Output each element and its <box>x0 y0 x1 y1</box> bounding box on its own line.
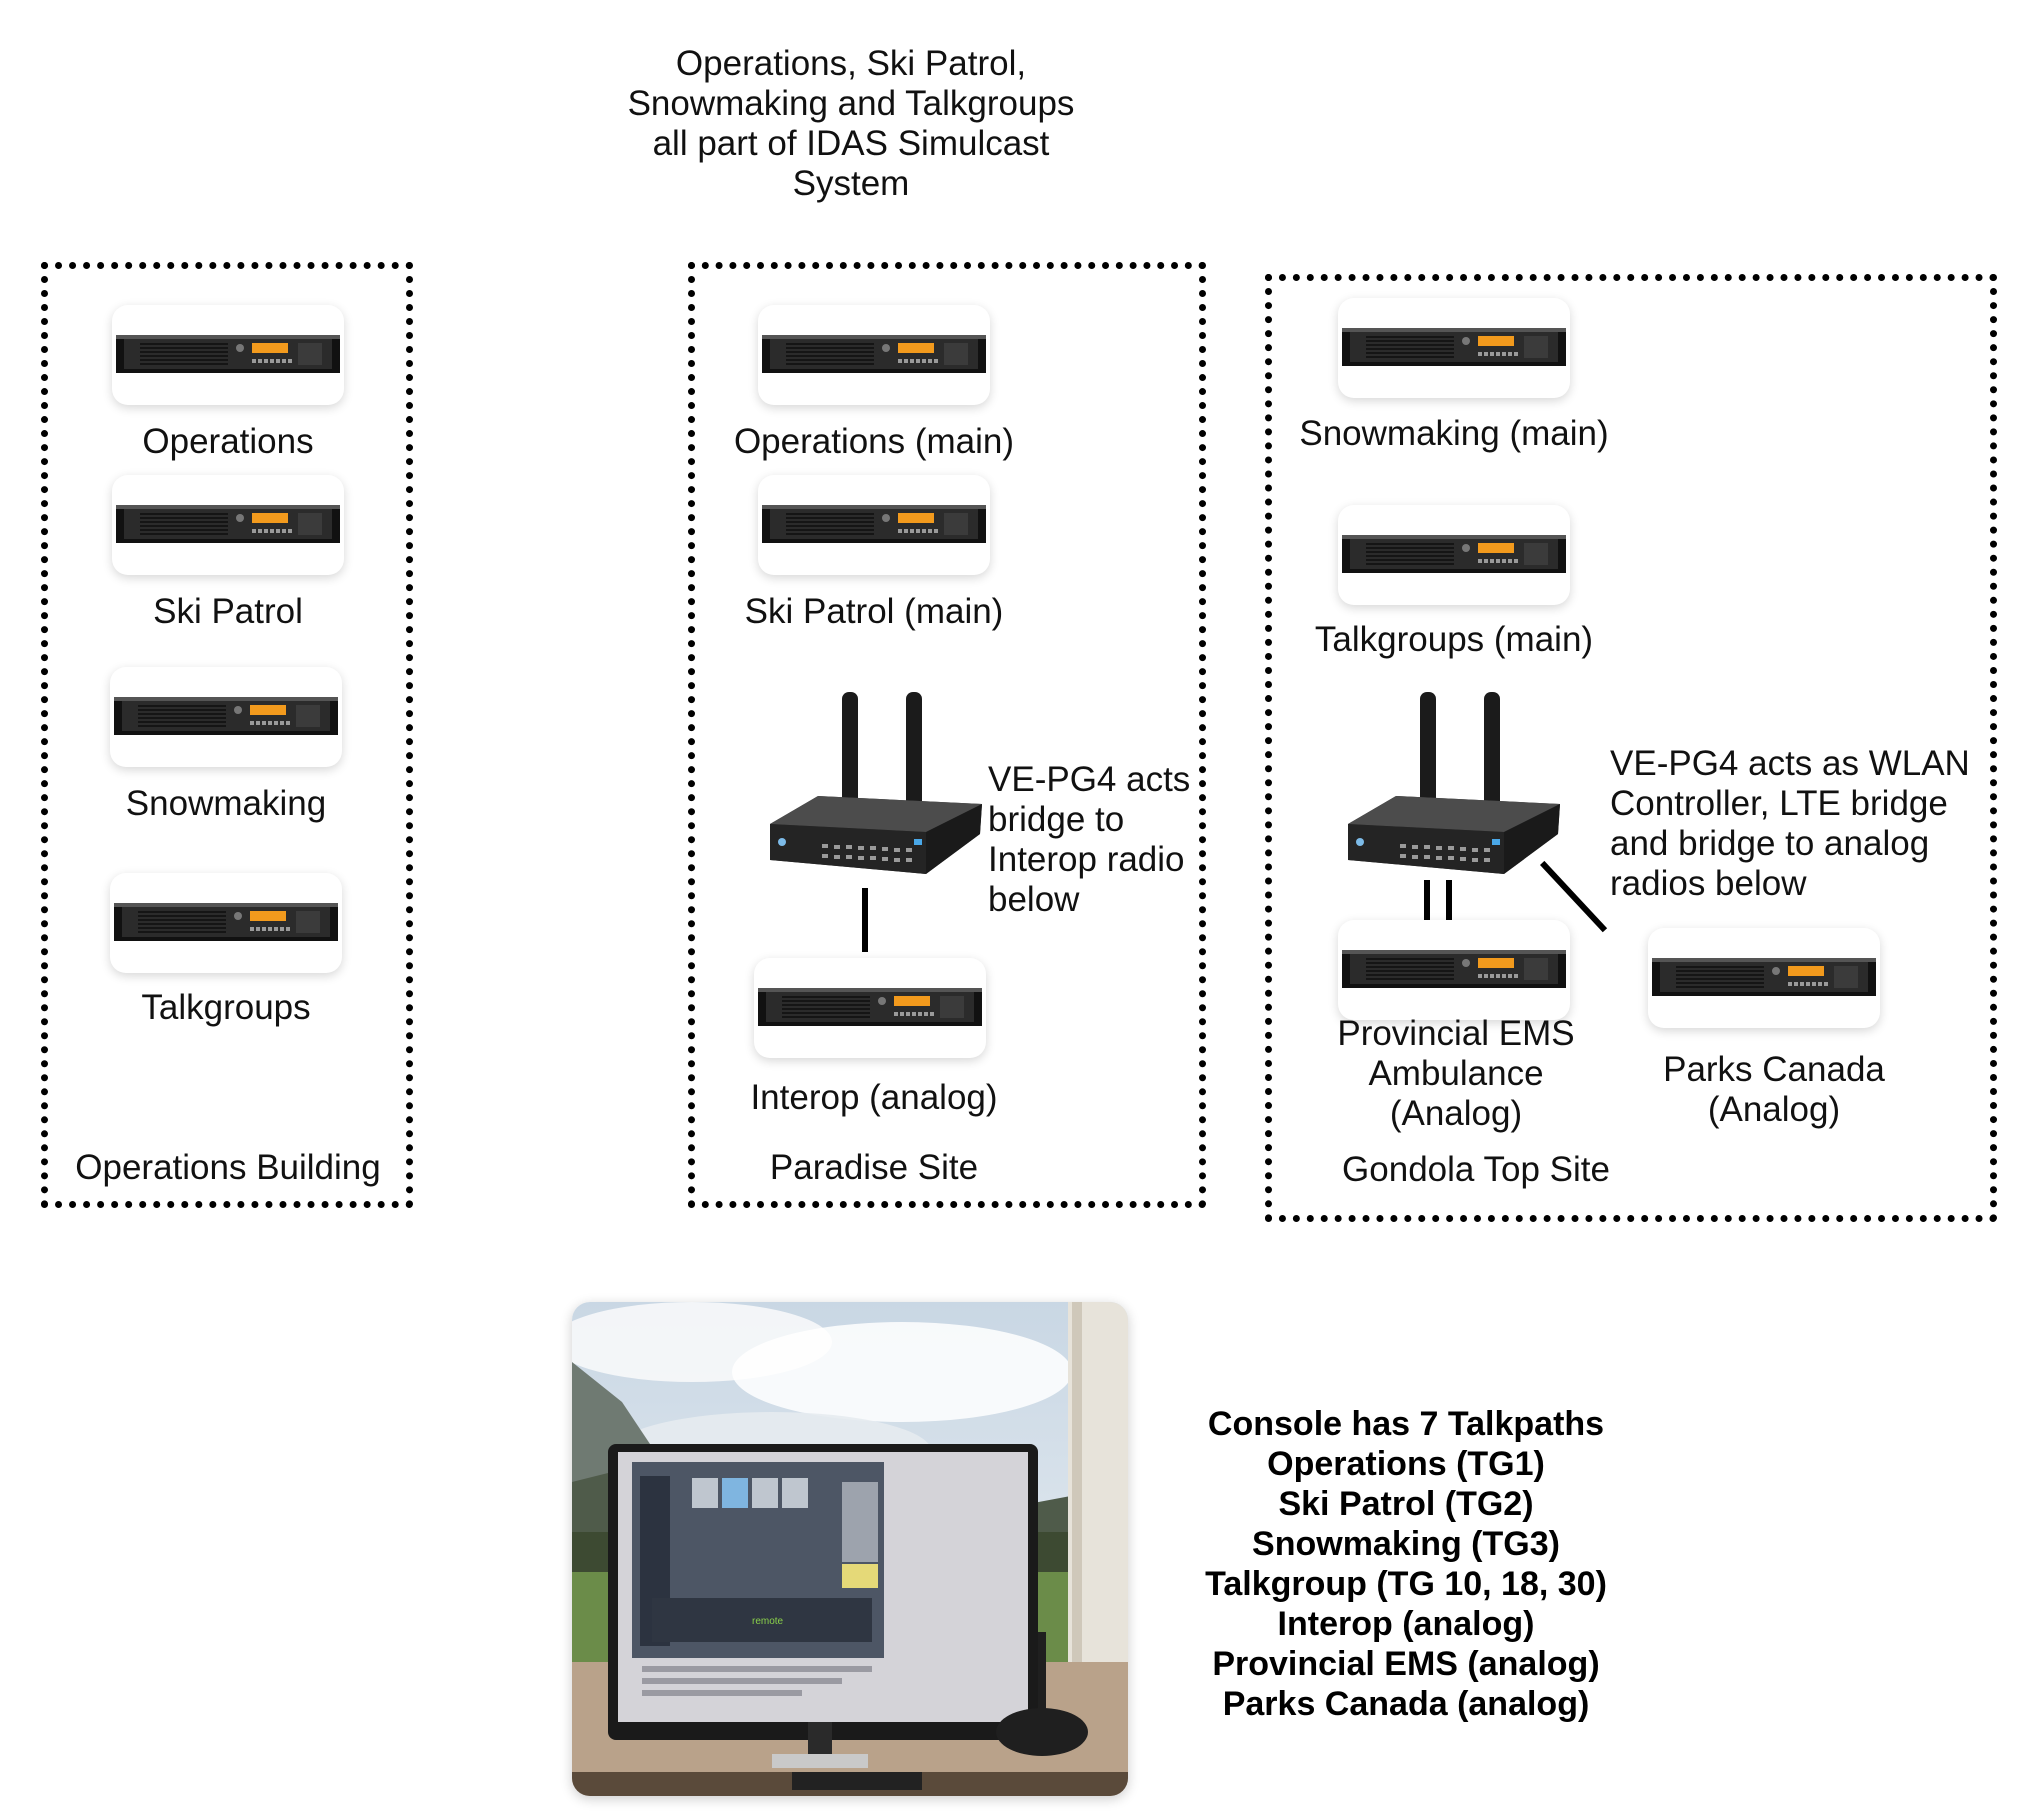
radio-label-snowmaking: Snowmaking <box>125 784 327 823</box>
rack-radio-icon <box>112 475 344 575</box>
radio-label-operations: Operations <box>142 422 314 461</box>
radio-label-ski-patrol-main: Ski Patrol (main) <box>744 592 1004 631</box>
connection-line <box>862 888 868 952</box>
radio-label-snowmaking-main: Snowmaking (main) <box>1299 414 1609 453</box>
header-note: Operations, Ski Patrol, Snowmaking and T… <box>627 44 1075 203</box>
rack-radio-icon <box>1338 298 1570 398</box>
paradise-site-box <box>688 262 1206 1208</box>
gondola-top-site-box <box>1265 274 1997 1222</box>
console-talkpaths: Console has 7 Talkpaths Operations (TG1)… <box>1205 1404 1607 1724</box>
router-gateway-icon <box>770 692 982 874</box>
radio-label-ski-patrol: Ski Patrol <box>153 592 303 631</box>
operations-building-box <box>41 262 413 1208</box>
radio-label-talkgroups: Talkgroups <box>141 988 311 1027</box>
rack-radio-icon <box>758 305 990 405</box>
connection-line <box>1424 880 1430 928</box>
talkpath-item: Snowmaking (TG3) <box>1252 1525 1560 1563</box>
rack-radio-icon <box>1338 505 1570 605</box>
site-name-gondola-top: Gondola Top Site <box>1342 1150 1610 1189</box>
svg-text:remote: remote <box>752 1616 784 1627</box>
rack-radio-icon <box>754 958 986 1058</box>
rack-radio-icon <box>1648 928 1880 1028</box>
site-name-paradise: Paradise Site <box>769 1148 979 1187</box>
talkpath-item: Ski Patrol (TG2) <box>1278 1485 1534 1523</box>
talkpath-item: Parks Canada (analog) <box>1222 1685 1590 1723</box>
radio-label-provincial-ems: Provincial EMS Ambulance (Analog) <box>1337 1014 1575 1133</box>
gateway-note-gondola: VE-PG4 acts as WLAN Controller, LTE brid… <box>1610 744 1970 903</box>
rack-radio-icon <box>112 305 344 405</box>
radio-label-talkgroups-main: Talkgroups (main) <box>1314 620 1594 659</box>
router-gateway-icon <box>1348 692 1560 874</box>
rack-radio-icon <box>758 475 990 575</box>
rack-radio-icon <box>110 873 342 973</box>
gateway-note-paradise: VE-PG4 acts bridge to Interop radio belo… <box>988 760 1191 919</box>
console-title: Console has 7 Talkpaths <box>1207 1405 1605 1443</box>
radio-label-interop-analog: Interop (analog) <box>750 1078 998 1117</box>
site-name-operations-building: Operations Building <box>75 1148 381 1187</box>
talkpath-item: Interop (analog) <box>1277 1605 1535 1643</box>
console-photo: remote <box>572 1302 1128 1796</box>
talkpath-item: Operations (TG1) <box>1267 1445 1545 1483</box>
talkpath-item: Talkgroup (TG 10, 18, 30) <box>1205 1565 1607 1603</box>
radio-label-parks-canada: Parks Canada (Analog) <box>1663 1050 1885 1129</box>
connection-line <box>1446 880 1452 928</box>
talkpath-item: Provincial EMS (analog) <box>1212 1645 1600 1683</box>
rack-radio-icon <box>110 667 342 767</box>
rack-radio-icon <box>1338 920 1570 1020</box>
radio-label-operations-main: Operations (main) <box>733 422 1015 461</box>
